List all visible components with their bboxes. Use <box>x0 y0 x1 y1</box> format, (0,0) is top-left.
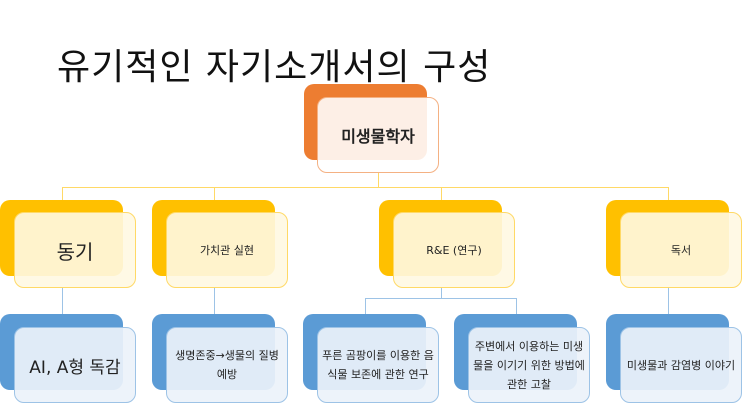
node-values[interactable]: 가치관 실현 <box>166 212 288 288</box>
connector <box>441 288 442 298</box>
node-label: R&E (연구) <box>426 244 482 257</box>
node-label: 동기 <box>56 239 94 264</box>
connector <box>668 288 669 314</box>
node-life-respect[interactable]: 생명존중→생물의 질병예방 <box>166 327 288 403</box>
node-label: 푸른 곰팡이를 이용한 음식물 보존에 관한 연구 <box>322 349 434 381</box>
node-motivation[interactable]: 동기 <box>14 212 136 288</box>
root-node-label: 미생물학자 <box>341 127 415 146</box>
connector <box>365 298 517 299</box>
connector <box>62 288 63 314</box>
node-book[interactable]: 미생물과 감염병 이야기 <box>620 327 742 403</box>
root-node[interactable]: 미생물학자 <box>317 97 439 173</box>
node-reading[interactable]: 독서 <box>620 212 742 288</box>
connector <box>441 187 442 200</box>
connector <box>62 187 63 200</box>
connector <box>516 298 517 314</box>
node-ai-flu[interactable]: AI, A형 독감 <box>14 327 136 403</box>
node-label: 주변에서 이용하는 미생물을 이기기 위한 방법에 관한 고찰 <box>473 339 585 391</box>
connector <box>378 173 379 187</box>
node-label: 미생물과 감염병 이야기 <box>626 358 736 372</box>
node-label: 가치관 실현 <box>199 244 255 257</box>
node-research[interactable]: R&E (연구) <box>393 212 515 288</box>
connector <box>214 187 215 200</box>
slide-title: 유기적인 자기소개서의 구성 <box>57 47 492 88</box>
node-label: 독서 <box>670 244 692 257</box>
connector <box>214 288 215 314</box>
node-label: 생명존중→생물의 질병예방 <box>175 349 279 381</box>
node-mold-study[interactable]: 푸른 곰팡이를 이용한 음식물 보존에 관한 연구 <box>317 327 439 403</box>
node-label: AI, A형 독감 <box>29 357 121 378</box>
connector <box>62 187 669 188</box>
node-microbe-study[interactable]: 주변에서 이용하는 미생물을 이기기 위한 방법에 관한 고찰 <box>468 327 590 403</box>
connector <box>365 298 366 314</box>
connector <box>668 187 669 200</box>
